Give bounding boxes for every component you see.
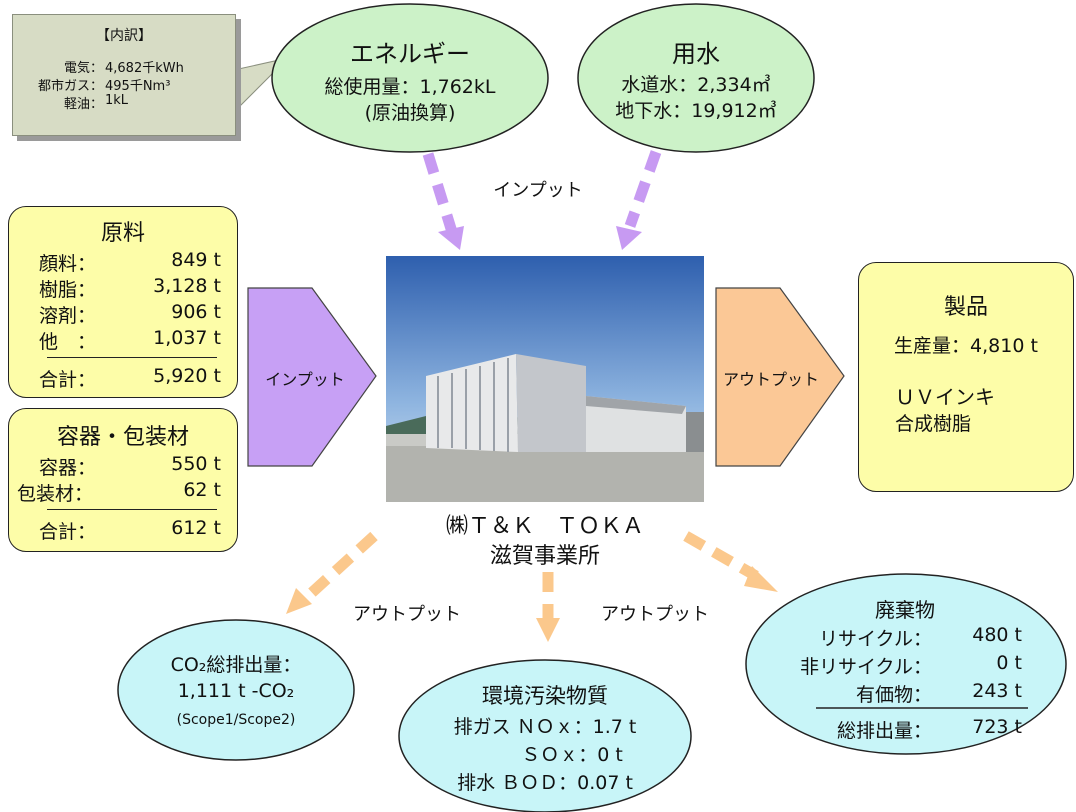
containers-total-value: 612 t [171,517,221,539]
container-label: 包装材： [17,483,94,505]
energy-ellipse [271,3,549,153]
containers-title: 容器・包装材 [56,425,189,450]
co2-ellipse [117,619,355,761]
raw-materials-total-value: 5,920 t [153,365,221,387]
raw-material-row: 顔料： 849 t [9,249,237,275]
waste-total-label: 総排出量： [836,720,932,742]
arrowhead-pollutants [536,618,560,642]
waste-value: 480 t [972,624,1022,646]
output-label-right: アウトプット [601,604,709,625]
pollutants-sox: ＳＯｘ：0 t [521,744,623,766]
raw-materials-separator [47,357,217,358]
energy-breakdown-note: 【内訳】 電気： 4,682千kWh 都市ガス： 495千Nm³ 軽油： 1kL [12,14,236,136]
waste-details: リサイクル： 480 t 非リサイクル： 0 t 有価物： 243 t 総排出量… [770,624,1032,742]
breakdown-value: 1kL [105,93,129,108]
water-tap: 水道水：2,334㎥ [621,74,771,96]
breakdown-row: 都市ガス： 495千Nm³ [13,75,235,94]
container-label: 容器： [39,457,97,479]
raw-material-row: 他 ： 1,037 t [9,327,237,353]
energy-title: エネルギー [350,40,470,68]
raw-material-value: 3,128 t [153,275,221,297]
raw-material-label: 他 ： [39,331,97,353]
waste-value: 0 t [996,652,1022,674]
output-label-left: アウトプット [353,604,461,625]
containers-separator [47,509,217,510]
raw-material-label: 樹脂： [39,279,97,301]
arrowhead-waste [744,566,778,592]
container-value: 550 t [171,453,221,475]
arrowhead-co2 [286,588,312,614]
breakdown-value: 4,682千kWh [105,61,184,76]
product-type-uv-ink: ＵＶインキ [895,385,995,409]
containers-total-row: 合計： 612 t [9,517,237,543]
co2-title: CO₂総排出量： [170,654,302,676]
pollutants-ellipse [398,659,692,812]
input-big-arrow [247,287,377,467]
raw-materials-title: 原料 [100,221,145,246]
waste-value: 243 t [972,680,1022,702]
waste-label: 有価物： [855,684,932,706]
pollutants-title: 環境汚染物質 [482,684,608,708]
breakdown-value: 495千Nm³ [105,79,171,94]
pollutants-bod: 排水 ＢＯＤ：0.07 t [457,772,633,794]
raw-materials-total-label: 合計： [39,369,97,391]
input-label-top: インプット [493,180,583,201]
co2-scope: (Scope1/Scope2) [176,712,296,728]
output-dashed-arrows [302,531,759,618]
output-big-arrow [715,287,845,467]
energy-note: (原油換算) [364,102,456,124]
waste-total-value: 723 t [972,716,1022,738]
container-value: 62 t [183,479,221,501]
facility-company: ㈱Ｔ＆Ｋ ＴＯＫＡ [445,514,644,539]
waste-ellipse [745,573,1067,755]
products-title: 製品 [943,295,988,320]
breakdown-row: 電気： 4,682千kWh [13,57,235,76]
facility-photo [386,256,704,502]
breakdown-label: 軽油： [63,97,103,112]
products-box: 製品 生産量：4,810 t ＵＶインキ 合成樹脂 [858,262,1074,492]
breakdown-row: 軽油： 1kL [13,93,235,112]
waste-label: リサイクル： [818,628,932,650]
raw-material-label: 溶剤： [39,305,97,327]
production-amount: 生産量：4,810 t [894,335,1038,357]
energy-total: 総使用量：1,762kL [324,76,496,98]
breakdown-label: 電気： [63,61,103,76]
containers-box: 容器・包装材 容器： 550 t 包装材： 62 t 合計： 612 t [8,408,238,552]
pollutants-nox: 排ガス ＮＯｘ：1.7 t [453,716,637,738]
raw-materials-total-row: 合計： 5,920 t [9,365,237,391]
product-type-resin: 合成樹脂 [895,413,972,435]
facility-site: 滋賀事業所 [489,544,600,569]
raw-material-row: 樹脂： 3,128 t [9,275,237,301]
waste-title: 廃棄物 [875,598,935,622]
co2-amount: 1,111 t -CO₂ [177,680,295,702]
raw-materials-box: 原料 顔料： 849 t 樹脂： 3,128 t 溶剤： 906 t 他 ： 1… [8,206,238,398]
input-arrow-label: インプット [265,370,345,389]
arrowhead-water [616,226,642,250]
water-ground: 地下水：19,912㎥ [615,100,777,122]
containers-total-label: 合計： [39,521,97,543]
water-title: 用水 [672,40,720,68]
water-ellipse [577,3,815,153]
container-row: 容器： 550 t [9,453,237,479]
breakdown-label: 都市ガス： [37,79,103,94]
breakdown-title: 【内訳】 [96,28,152,44]
container-row: 包装材： 62 t [9,479,237,505]
raw-material-value: 849 t [171,249,221,271]
raw-material-row: 溶剤： 906 t [9,301,237,327]
output-arrow-label: アウトプット [722,370,819,389]
waste-label: 非リサイクル： [799,656,932,678]
input-dashed-arrows [422,150,662,234]
raw-material-value: 906 t [171,301,221,323]
arrowhead-energy [438,226,464,250]
raw-material-label: 顔料： [39,253,97,275]
raw-material-value: 1,037 t [153,327,221,349]
